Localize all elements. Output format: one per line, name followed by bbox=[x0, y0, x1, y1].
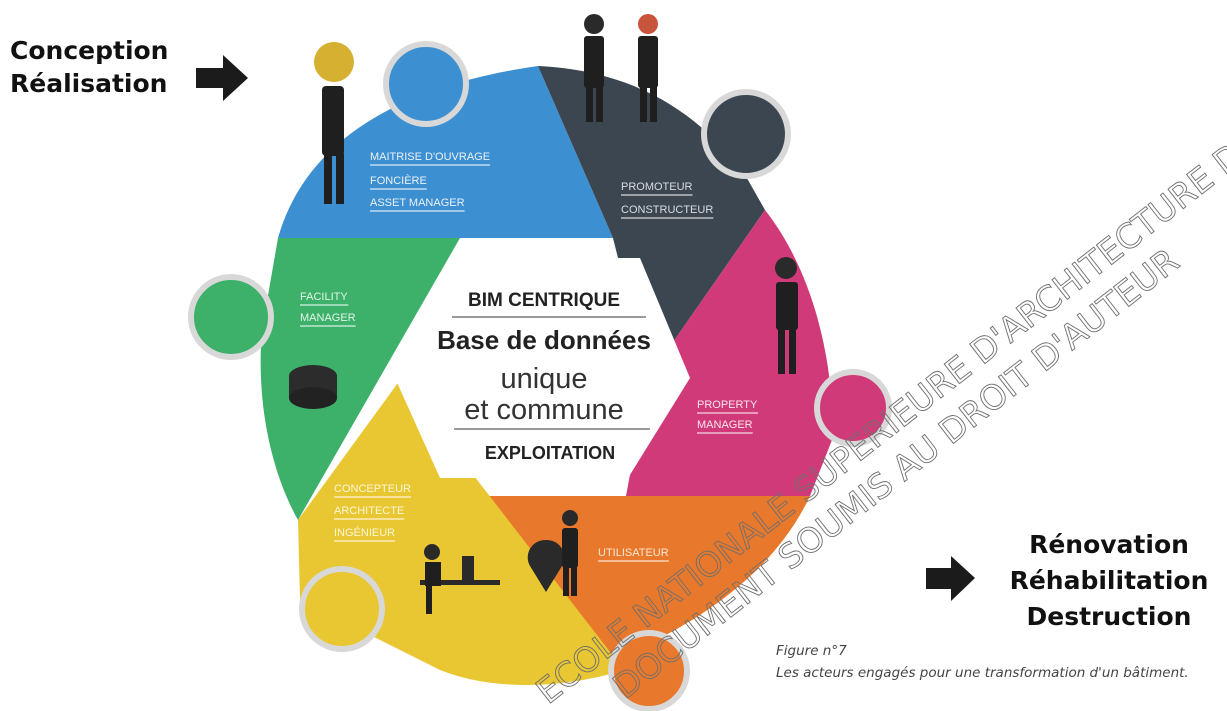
center-footer: EXPLOITATION bbox=[485, 443, 615, 463]
label-yellow-2: ARCHITECTE bbox=[334, 505, 404, 517]
circle-blue bbox=[383, 41, 469, 127]
circle-green bbox=[188, 274, 274, 360]
circle-yellow bbox=[299, 566, 385, 652]
figure-caption: Figure n°7 Les acteurs engagés pour une … bbox=[776, 640, 1208, 684]
circle-pink bbox=[814, 369, 892, 447]
circle-dark bbox=[701, 89, 791, 179]
center-panel bbox=[395, 258, 690, 478]
label-orange-1: UTILISATEUR bbox=[598, 547, 669, 559]
center-rule-top bbox=[452, 316, 646, 318]
label-blue-3: ASSET MANAGER bbox=[370, 197, 465, 209]
caption-figure-number: Figure n°7 bbox=[776, 643, 847, 659]
label-pink-2: MANAGER bbox=[697, 419, 753, 431]
center-line3: et commune bbox=[464, 394, 624, 426]
lead-text-left: Conception Réalisation bbox=[10, 34, 168, 100]
label-yellow-1: CONCEPTEUR bbox=[334, 483, 411, 495]
label-blue-2: FONCIÈRE bbox=[370, 174, 427, 187]
segment-blue bbox=[278, 66, 613, 238]
label-green-1: FACILITY bbox=[300, 291, 348, 303]
lead-left-line2: Réalisation bbox=[10, 69, 168, 98]
center-heading: BIM CENTRIQUE bbox=[468, 290, 620, 311]
handshake-icon bbox=[584, 14, 658, 122]
label-pink-1: PROPERTY bbox=[697, 399, 758, 411]
label-green-2: MANAGER bbox=[300, 312, 356, 324]
person-at-desk-icon bbox=[420, 544, 500, 614]
database-disk-icon bbox=[289, 365, 337, 409]
person-holding-coin-icon bbox=[314, 42, 354, 204]
center-line2: unique bbox=[500, 363, 587, 395]
lead-right-line1: Rénovation bbox=[1029, 530, 1189, 559]
caption-text: Les acteurs engagés pour une transformat… bbox=[776, 665, 1189, 681]
center-rule-bottom bbox=[454, 428, 650, 430]
arrow-right-icon-left bbox=[196, 55, 248, 101]
lead-right-line2: Réhabilitation bbox=[1009, 566, 1209, 595]
lead-right-line3: Destruction bbox=[1026, 602, 1192, 631]
lead-text-right: Rénovation Réhabilitation Destruction bbox=[998, 527, 1220, 635]
lead-left-line1: Conception bbox=[10, 36, 169, 65]
segment-pink bbox=[626, 210, 833, 496]
label-dark-2: CONSTRUCTEUR bbox=[621, 204, 713, 216]
person-location-pin-icon bbox=[527, 510, 578, 596]
circle-orange bbox=[608, 630, 690, 711]
label-yellow-3: INGÉNIEUR bbox=[334, 526, 395, 539]
center-line1: Base de données bbox=[437, 325, 651, 355]
arrow-right-icon-right bbox=[926, 556, 975, 601]
label-dark-1: PROMOTEUR bbox=[621, 181, 693, 193]
person-reading-icon bbox=[775, 257, 798, 374]
label-blue-1: MAITRISE D'OUVRAGE bbox=[370, 151, 490, 163]
segment-orange bbox=[460, 496, 810, 670]
segment-green bbox=[260, 238, 460, 520]
